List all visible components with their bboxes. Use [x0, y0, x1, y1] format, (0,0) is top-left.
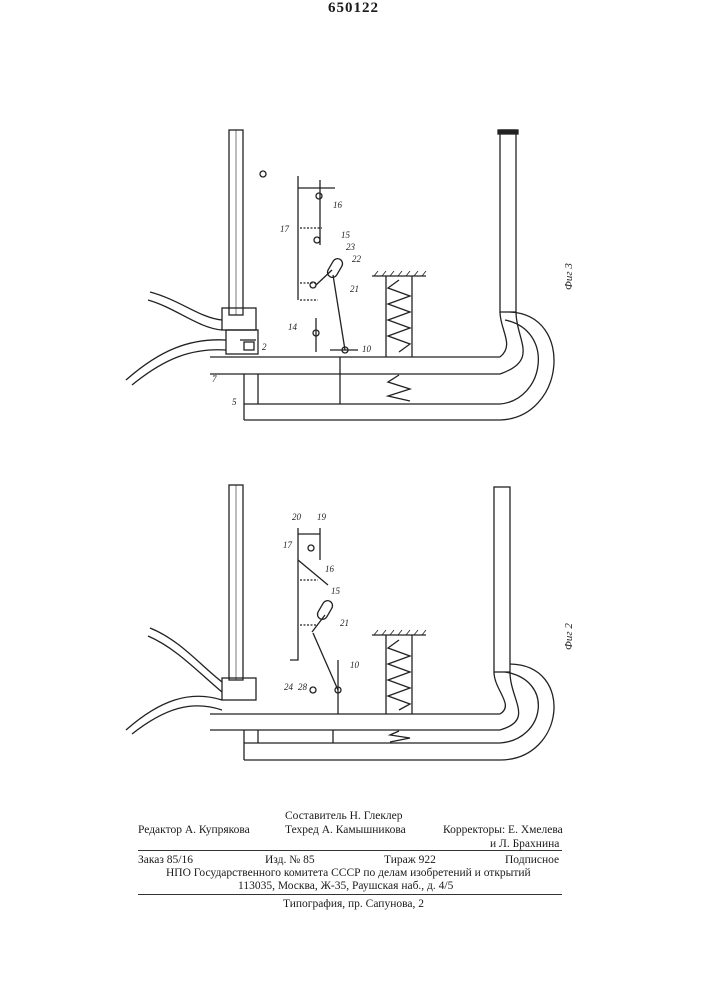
figure-3-drawing: 2 5 7 10 14 15 16 17 21 22 23 Фиг 3 [0, 0, 707, 460]
colophon-correctors-2: и Л. Брахнина [490, 837, 559, 851]
label-15: 15 [331, 586, 341, 596]
spring-lower [390, 731, 410, 742]
colophon-techred: Техред А. Камышникова [285, 823, 406, 837]
label-24: 24 [284, 682, 294, 692]
label-16: 16 [333, 200, 343, 210]
valve-block [222, 308, 256, 330]
colophon-printing: Типография, пр. Сапунова, 2 [283, 897, 424, 911]
label-21: 21 [350, 284, 359, 294]
separator-line [138, 850, 562, 851]
label-17: 17 [280, 224, 290, 234]
label-10: 10 [350, 660, 360, 670]
hose-upper [150, 292, 222, 320]
spring-upper [388, 280, 410, 352]
colophon-circulation: Тираж 922 [384, 853, 436, 867]
colophon-order: Заказ 85/16 [138, 853, 193, 867]
figure-3-caption: Фиг 3 [563, 263, 575, 290]
colophon-correctors-1: Корректоры: Е. Хмелева [443, 823, 563, 837]
label-19: 19 [317, 512, 327, 522]
label-7: 7 [212, 374, 217, 384]
label-17: 17 [283, 540, 293, 550]
label-2: 2 [262, 342, 267, 352]
right-column [500, 130, 516, 312]
label-23: 23 [346, 242, 356, 252]
colophon-subscription: Подписное [505, 853, 559, 867]
label-28: 28 [298, 682, 308, 692]
label-10: 10 [362, 344, 372, 354]
u-bend-inner [500, 312, 507, 357]
label-22: 22 [352, 254, 362, 264]
hose-lower [126, 696, 222, 730]
colophon-editor: Редактор А. Купрякова [138, 823, 250, 837]
u-bend-inner [494, 672, 505, 714]
label-20: 20 [292, 512, 302, 522]
label-16: 16 [325, 564, 335, 574]
label-5: 5 [232, 397, 237, 407]
spring-upper [388, 640, 410, 710]
spring-lower [388, 375, 410, 401]
valve-block [222, 678, 256, 700]
hose-upper [150, 628, 222, 682]
colophon-address: 113035, Москва, Ж-35, Раушская наб., д. … [238, 879, 453, 893]
colophon-compiler: Составитель Н. Глеклер [285, 809, 403, 823]
figure-2-caption: Фиг 2 [563, 623, 575, 650]
label-14: 14 [288, 322, 298, 332]
right-column [494, 487, 510, 672]
label-21: 21 [340, 618, 349, 628]
figure-2-drawing: 10 15 16 17 19 20 21 24 28 Фиг 2 [0, 470, 707, 780]
label-15: 15 [341, 230, 351, 240]
colophon-org: НПО Государственного комитета СССР по де… [166, 866, 531, 880]
separator-line [138, 894, 562, 895]
colophon-issue: Изд. № 85 [265, 853, 315, 867]
